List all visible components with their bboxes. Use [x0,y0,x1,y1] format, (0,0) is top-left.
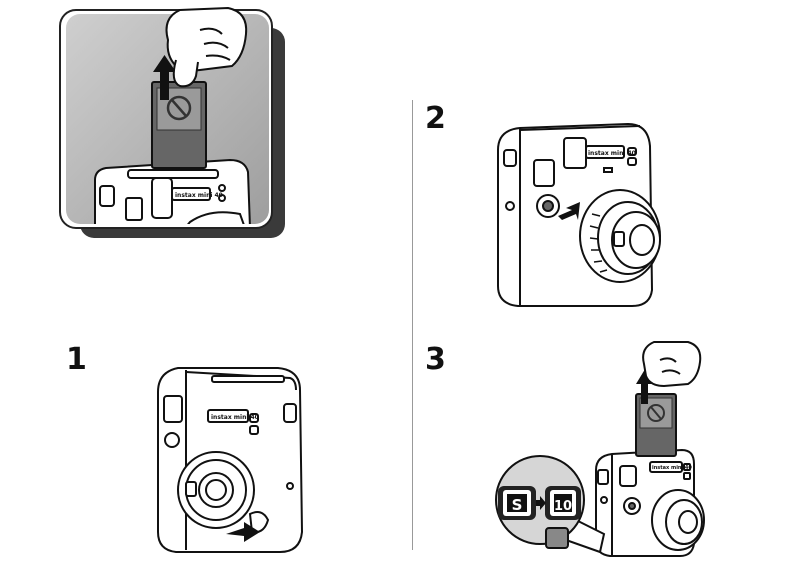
counter-from-label: S [512,496,523,514]
step-number-2: 2 [425,101,446,136]
step3-hand [642,341,702,388]
step1-camera [157,367,304,553]
counter-callout [495,455,606,554]
step2-lens-ridges [589,213,608,273]
film-shield-panel: instax mini 40 [59,6,285,238]
up-arrow-icon [153,55,176,100]
step2-camera [497,122,661,307]
step2-brand-label: instax mini 40 [588,150,636,157]
step-number-3: 3 [425,342,446,377]
hand-pinching-film [165,6,248,88]
step3-no-entry-icon [647,404,665,422]
step1-brand-label: instax mini 40 [211,414,259,421]
step3-brand-label: instax mini 40 [652,465,692,471]
counter-window [545,527,569,549]
camera-brand-label: instax mini 40 [175,192,223,199]
right-arrow-icon [536,496,546,510]
step-number-1: 1 [66,342,87,377]
push-arrow-icon [226,522,260,542]
step2-push-arrow-icon [558,202,580,220]
step3-camera [595,448,705,557]
no-entry-icon [166,95,192,121]
camera-top [94,158,252,224]
vertical-divider [412,100,413,550]
counter-to-label: 10 [554,499,572,514]
